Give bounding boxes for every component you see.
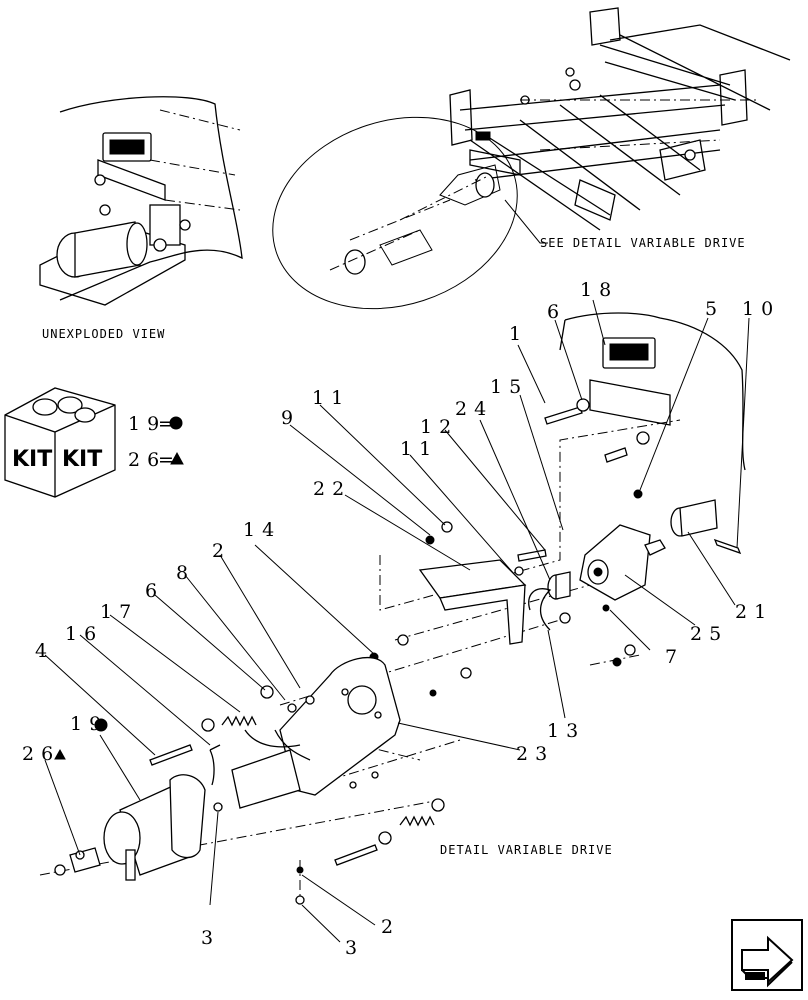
callout-21: 21 (735, 601, 773, 623)
kit-legend: 19 = 26 = (128, 413, 184, 471)
callout-2-upper: 2 (212, 540, 231, 562)
callout-23: 23 (516, 743, 554, 765)
implement-frame (449, 7, 791, 231)
kit-circle-icon-19 (94, 718, 108, 732)
callout-14: 14 (243, 519, 281, 541)
callout-12: 12 (420, 416, 458, 438)
bolt-1 (544, 398, 590, 425)
callout-2-lower: 2 (381, 916, 400, 938)
callout-3-right: 3 (345, 937, 364, 959)
callout-1: 1 (509, 323, 528, 345)
kit-triangle-icon (170, 451, 184, 465)
legend-sep-19: = (158, 413, 174, 435)
callout-15: 15 (490, 376, 528, 398)
callout-22: 22 (313, 478, 351, 500)
callout-7: 7 (665, 646, 684, 668)
kit-left-label: KIT (12, 447, 52, 472)
callout-11-upper: 11 (312, 387, 350, 409)
legend-num-26: 26 (128, 449, 166, 471)
callout-10: 10 (742, 298, 780, 320)
callout-6: 6 (547, 301, 566, 323)
legend-num-19: 19 (128, 413, 166, 435)
kit-right-label: KIT (62, 447, 102, 472)
next-page-arrow-icon (741, 935, 794, 988)
callout-26: 26 (22, 743, 60, 765)
callout-13: 13 (547, 720, 585, 742)
callout-numbers: 1 6 18 5 10 11 9 11 12 24 15 22 14 2 8 6… (22, 279, 780, 959)
next-page-arrow-button[interactable] (731, 919, 803, 991)
callout-11-lower: 11 (400, 438, 438, 460)
kit-circle-icon (169, 416, 183, 430)
callout-18: 18 (580, 279, 618, 301)
unexploded-view-label: UNEXPLODED VIEW (42, 327, 165, 341)
callout-4: 4 (35, 640, 54, 662)
callout-6-lower: 6 (145, 580, 164, 602)
detail-callout-ellipse: SEE DETAIL VARIABLE DRIVE (272, 116, 746, 310)
callout-9: 9 (281, 407, 300, 429)
kit-triangle-icon-26 (54, 748, 66, 760)
callout-8: 8 (176, 562, 195, 584)
kit-box-icon: KIT KIT (4, 387, 116, 498)
callout-17: 17 (100, 601, 138, 623)
unexploded-view: UNEXPLODED VIEW (39, 96, 243, 341)
callout-3-left: 3 (201, 927, 220, 949)
callout-25: 25 (690, 623, 728, 645)
legend-sep-26: = (158, 449, 174, 471)
callout-19: 19 (70, 713, 108, 735)
variable-drive-detail: DETAIL VARIABLE DRIVE (39, 312, 746, 905)
callout-24: 24 (455, 398, 493, 420)
see-detail-label: SEE DETAIL VARIABLE DRIVE (540, 236, 746, 250)
callout-5: 5 (705, 298, 724, 320)
leader-lines (44, 299, 750, 943)
callout-16: 16 (65, 623, 103, 645)
detail-variable-drive-label: DETAIL VARIABLE DRIVE (440, 843, 613, 857)
